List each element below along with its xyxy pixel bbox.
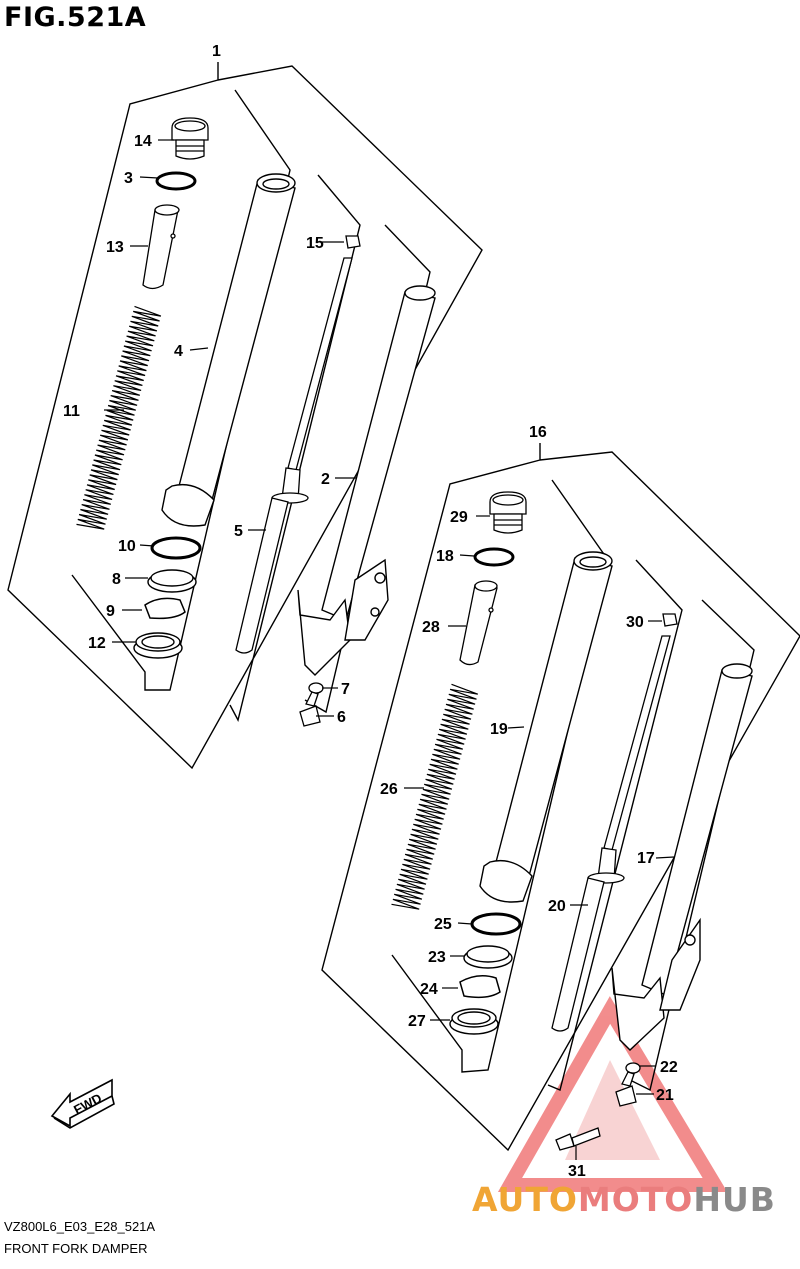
leader-lines xyxy=(104,139,675,1160)
callout-28: 28 xyxy=(422,619,440,636)
part-19-inner-tube xyxy=(479,551,613,903)
part-18-o-ring xyxy=(473,547,515,567)
callout-2: 2 xyxy=(321,471,330,488)
assembly-16-outline xyxy=(321,443,800,1152)
part-5-damper-rod xyxy=(235,257,353,654)
part-28-spacer xyxy=(459,580,498,666)
part-21-bolt xyxy=(615,1071,637,1107)
part-8-bushing xyxy=(147,569,197,593)
part-27-dust-seal xyxy=(449,1008,499,1035)
part-13-spacer xyxy=(142,204,180,290)
callout-20: 20 xyxy=(548,898,566,915)
part-7-washer xyxy=(308,682,324,694)
callout-15: 15 xyxy=(306,235,324,252)
callout-1: 1 xyxy=(212,43,221,60)
part-26-spring xyxy=(391,683,479,910)
callout-4: 4 xyxy=(174,343,183,360)
callout-27: 27 xyxy=(408,1013,426,1030)
part-20-damper-rod xyxy=(551,635,671,1032)
figure-name: FRONT FORK DAMPER xyxy=(4,1241,148,1256)
callout-16: 16 xyxy=(529,424,547,441)
part-31-bolt xyxy=(555,1127,601,1151)
part-4-inner-tube xyxy=(161,173,296,527)
callout-14: 14 xyxy=(134,133,152,150)
part-11-spring xyxy=(76,305,162,530)
callout-labels: 1 2 3 4 5 6 7 8 9 10 11 12 13 14 15 16 1… xyxy=(63,43,678,1180)
part-14-cap-bolt xyxy=(171,117,209,160)
callout-13: 13 xyxy=(106,239,124,256)
model-code: VZ800L6_E03_E28_521A xyxy=(4,1219,156,1234)
fwd-label: FWD xyxy=(71,1090,104,1117)
part-24-clip xyxy=(459,975,501,999)
callout-10: 10 xyxy=(118,538,136,555)
callout-19: 19 xyxy=(490,721,508,738)
watermark-part-moto: MOTO xyxy=(577,1180,694,1219)
callout-17: 17 xyxy=(637,850,655,867)
part-30-nut xyxy=(662,613,678,627)
watermark-part-hub: HUB xyxy=(693,1180,776,1219)
part-3-o-ring xyxy=(155,171,197,191)
callout-25: 25 xyxy=(434,916,452,933)
part-9-clip xyxy=(144,597,186,620)
callout-8: 8 xyxy=(112,571,121,588)
callout-11: 11 xyxy=(63,403,80,420)
callout-24: 24 xyxy=(420,981,438,998)
part-29-cap-bolt xyxy=(489,491,527,534)
watermark-triangle-icon xyxy=(497,996,728,1192)
callout-21: 21 xyxy=(656,1087,674,1104)
callout-3: 3 xyxy=(124,170,133,187)
callout-5: 5 xyxy=(234,523,243,540)
part-2-outer-tube xyxy=(297,285,436,676)
callout-23: 23 xyxy=(428,949,446,966)
callout-6: 6 xyxy=(337,709,346,726)
callout-12: 12 xyxy=(88,635,106,652)
figure-title: FIG.521A xyxy=(4,2,147,33)
callout-22: 22 xyxy=(660,1059,678,1076)
part-25-ring xyxy=(470,912,522,936)
part-10-ring xyxy=(150,536,202,560)
callout-7: 7 xyxy=(341,681,350,698)
part-17-outer-tube xyxy=(611,663,753,1051)
part-6-bolt xyxy=(299,691,321,727)
watermark-part-auto: AUTO xyxy=(472,1180,578,1219)
callout-29: 29 xyxy=(450,509,468,526)
watermark-logo: AUTOMOTOHUB xyxy=(472,1180,776,1219)
callout-9: 9 xyxy=(106,603,115,620)
part-15-nut xyxy=(345,235,361,249)
callout-18: 18 xyxy=(436,548,454,565)
part-12-dust-seal xyxy=(133,632,183,659)
callout-30: 30 xyxy=(626,614,644,631)
callout-31: 31 xyxy=(568,1163,586,1180)
forward-arrow-icon: FWD xyxy=(50,1078,115,1129)
part-23-bushing xyxy=(463,945,513,969)
callout-26: 26 xyxy=(380,781,398,798)
